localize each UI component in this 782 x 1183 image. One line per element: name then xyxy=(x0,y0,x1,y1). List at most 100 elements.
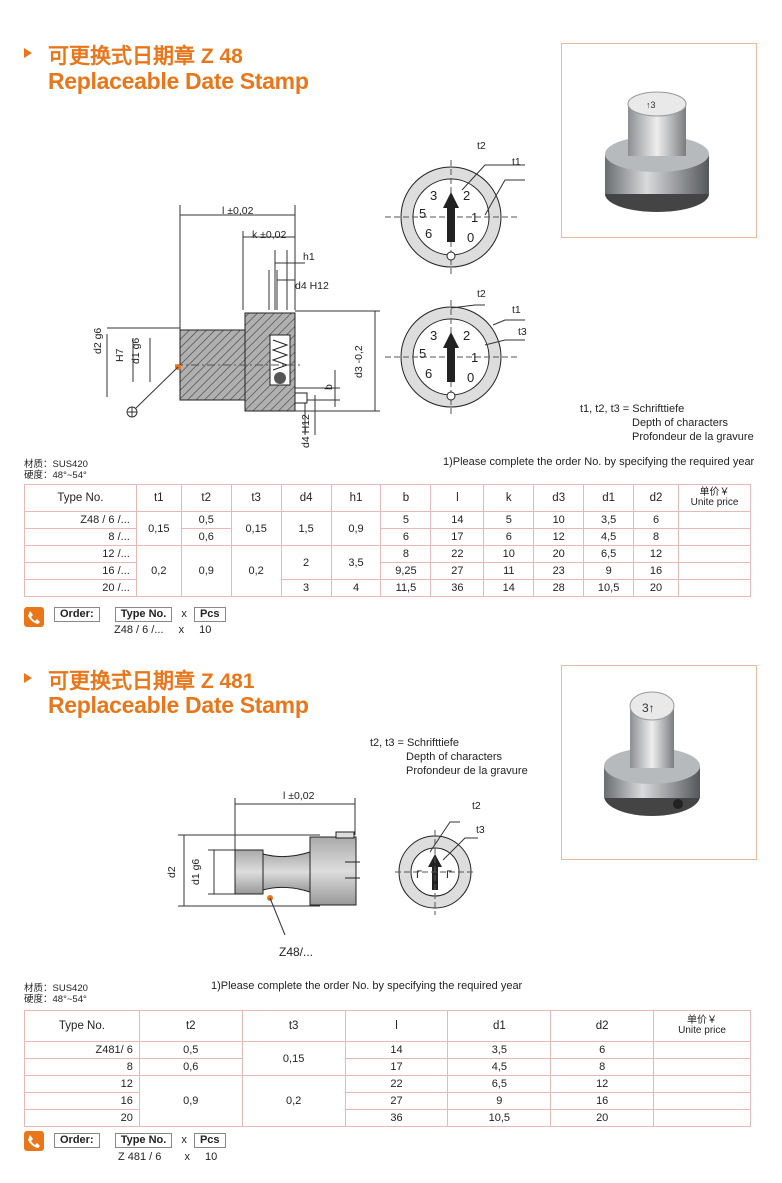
cell-d1: 10,5 xyxy=(447,1109,552,1127)
cell-k: 10 xyxy=(483,545,535,563)
cell-d3: 23 xyxy=(533,562,585,580)
cell-b: 5 xyxy=(380,511,432,529)
cell-type: 8 /... xyxy=(24,528,137,546)
cell-l: 22 xyxy=(430,545,485,563)
cell-d2: 20 xyxy=(633,579,680,597)
cell-t3: 0,15 xyxy=(230,511,282,546)
table-header: d4 xyxy=(280,484,332,512)
svg-text:6: 6 xyxy=(425,226,432,241)
table-header: d1 xyxy=(447,1010,552,1042)
table-header-price: 单价￥Unite price xyxy=(653,1010,751,1042)
dim-d2: d2 g6 xyxy=(92,327,104,354)
price-en: Unite price xyxy=(690,497,739,508)
cell-t3: 0,2 xyxy=(230,545,282,597)
cell-t2: 0,5 xyxy=(138,1041,243,1059)
table-row: Z481/ 6 0,5 0,15 14 3,5 6 xyxy=(24,1041,751,1076)
section-arrow-icon xyxy=(24,673,32,683)
dim-z48: Z48/... xyxy=(279,945,314,959)
cell-type: Z481/ 6 xyxy=(24,1041,140,1059)
cell-price xyxy=(653,1092,751,1110)
phone-order-icon xyxy=(24,607,44,627)
table-row: 12 0,9 0,2 22 6,5 12 xyxy=(24,1075,751,1127)
price-cn: 单价￥ xyxy=(687,1015,718,1026)
cell-t2: 0,6 xyxy=(180,528,232,546)
cell-d4: 3 xyxy=(280,579,332,597)
order-pcs-label: Pcs xyxy=(193,607,226,622)
dim-l: l ±0,02 xyxy=(222,205,254,217)
cell-d2: 6 xyxy=(550,1041,655,1059)
table-row: Z48 / 6 /... 0,15 0,5 0,15 1,5 0,9 5 14 … xyxy=(24,511,751,546)
section-arrow-icon xyxy=(24,48,32,58)
cell-l: 22 xyxy=(344,1075,449,1093)
cell-type: 12 xyxy=(24,1075,140,1093)
table-header: t2 xyxy=(180,484,232,512)
table-row: 20 /... 3 4 11,5 36 14 28 10,5 20 xyxy=(24,579,751,597)
cell-d2: 8 xyxy=(550,1058,655,1076)
table-row: 12 /... 0,2 0,9 0,2 2 3,5 8 22 10 20 6,5… xyxy=(24,545,751,597)
table-header: Type No. xyxy=(24,1010,140,1042)
cell-k: 11 xyxy=(483,562,535,580)
cell-d1: 10,5 xyxy=(583,579,635,597)
table-header: Type No. xyxy=(24,484,137,512)
dim-h7: H7 xyxy=(114,348,126,362)
cell-price xyxy=(678,528,751,546)
cell-d2: 8 xyxy=(633,528,680,546)
depth-note-line: Depth of characters xyxy=(406,751,502,763)
cell-d1: 3,5 xyxy=(583,511,635,529)
stamp-photo-illustration: 3↑ xyxy=(604,691,700,816)
cell-d3: 28 xyxy=(533,579,585,597)
section-title-cn: 可更换式日期章 Z 481 xyxy=(48,670,255,693)
table-header-price: 单价￥Unite price xyxy=(678,484,751,512)
dim-d3: d3 -0,2 xyxy=(353,345,365,378)
cell-t3: 0,2 xyxy=(241,1075,346,1127)
depth-note-line: t2, t3 = Schrifttiefe xyxy=(370,737,459,749)
cell-d3: 20 xyxy=(533,545,585,563)
order-times: x xyxy=(181,1134,187,1146)
table-header-row: Type No. t2 t3 l d1 d2 单价￥Unite price xyxy=(24,1010,751,1042)
dim-k: k ±0,02 xyxy=(252,229,287,241)
depth-note-line: Depth of characters xyxy=(632,417,728,429)
svg-text:6: 6 xyxy=(425,366,432,381)
cell-price xyxy=(678,511,751,529)
table-header: t2 xyxy=(138,1010,243,1042)
cell-k: 6 xyxy=(483,528,535,546)
cell-d1: 6,5 xyxy=(583,545,635,563)
cell-t1: 0,2 xyxy=(135,545,182,597)
cell-h1: 3,5 xyxy=(330,545,382,580)
svg-text:3: 3 xyxy=(430,328,437,343)
cell-l: 14 xyxy=(430,511,485,529)
dim-h1: h1 xyxy=(303,251,315,263)
table-row: 16 /... 9,25 27 11 23 9 16 xyxy=(24,562,751,580)
svg-text:1: 1 xyxy=(471,350,478,365)
cell-price xyxy=(653,1041,751,1059)
svg-text:1: 1 xyxy=(471,210,478,225)
dim-d1: d1 g6 xyxy=(190,858,202,885)
dim-l: l ±0,02 xyxy=(283,790,315,802)
phone-order-icon xyxy=(24,1131,44,1151)
order-example-type: Z 481 / 6 xyxy=(118,1151,162,1163)
cell-d2: 16 xyxy=(550,1092,655,1110)
svg-text:Γ: Γ xyxy=(416,869,422,881)
dim-t3-face2: t3 xyxy=(518,326,527,338)
table-row: 8 0,6 17 4,5 8 xyxy=(24,1058,751,1076)
cell-b: 8 xyxy=(380,545,432,563)
table-header: l xyxy=(430,484,485,512)
order-type-label: Type No. xyxy=(114,1133,173,1148)
svg-text:0: 0 xyxy=(467,230,474,245)
cell-t3: 0,15 xyxy=(241,1041,346,1076)
cell-d4: 2 xyxy=(280,545,332,580)
cell-d1: 4,5 xyxy=(447,1058,552,1076)
dim-t3: t3 xyxy=(476,824,485,836)
dim-t2-face1: t2 xyxy=(477,140,486,152)
dim-d4-vertical: d4 H12 xyxy=(300,414,312,448)
price-en: Unite price xyxy=(678,1025,726,1036)
cell-t2: 0,5 xyxy=(180,511,232,529)
order-line: Order: Type No. x Pcs xyxy=(54,1133,226,1148)
table-row: 8 /... 0,6 6 17 6 12 4,5 8 xyxy=(24,528,751,546)
dim-t2: t2 xyxy=(472,800,481,812)
cell-d3: 12 xyxy=(533,528,585,546)
cell-price xyxy=(653,1058,751,1076)
dim-t2-face2: t2 xyxy=(477,288,486,300)
svg-text:2: 2 xyxy=(463,328,470,343)
